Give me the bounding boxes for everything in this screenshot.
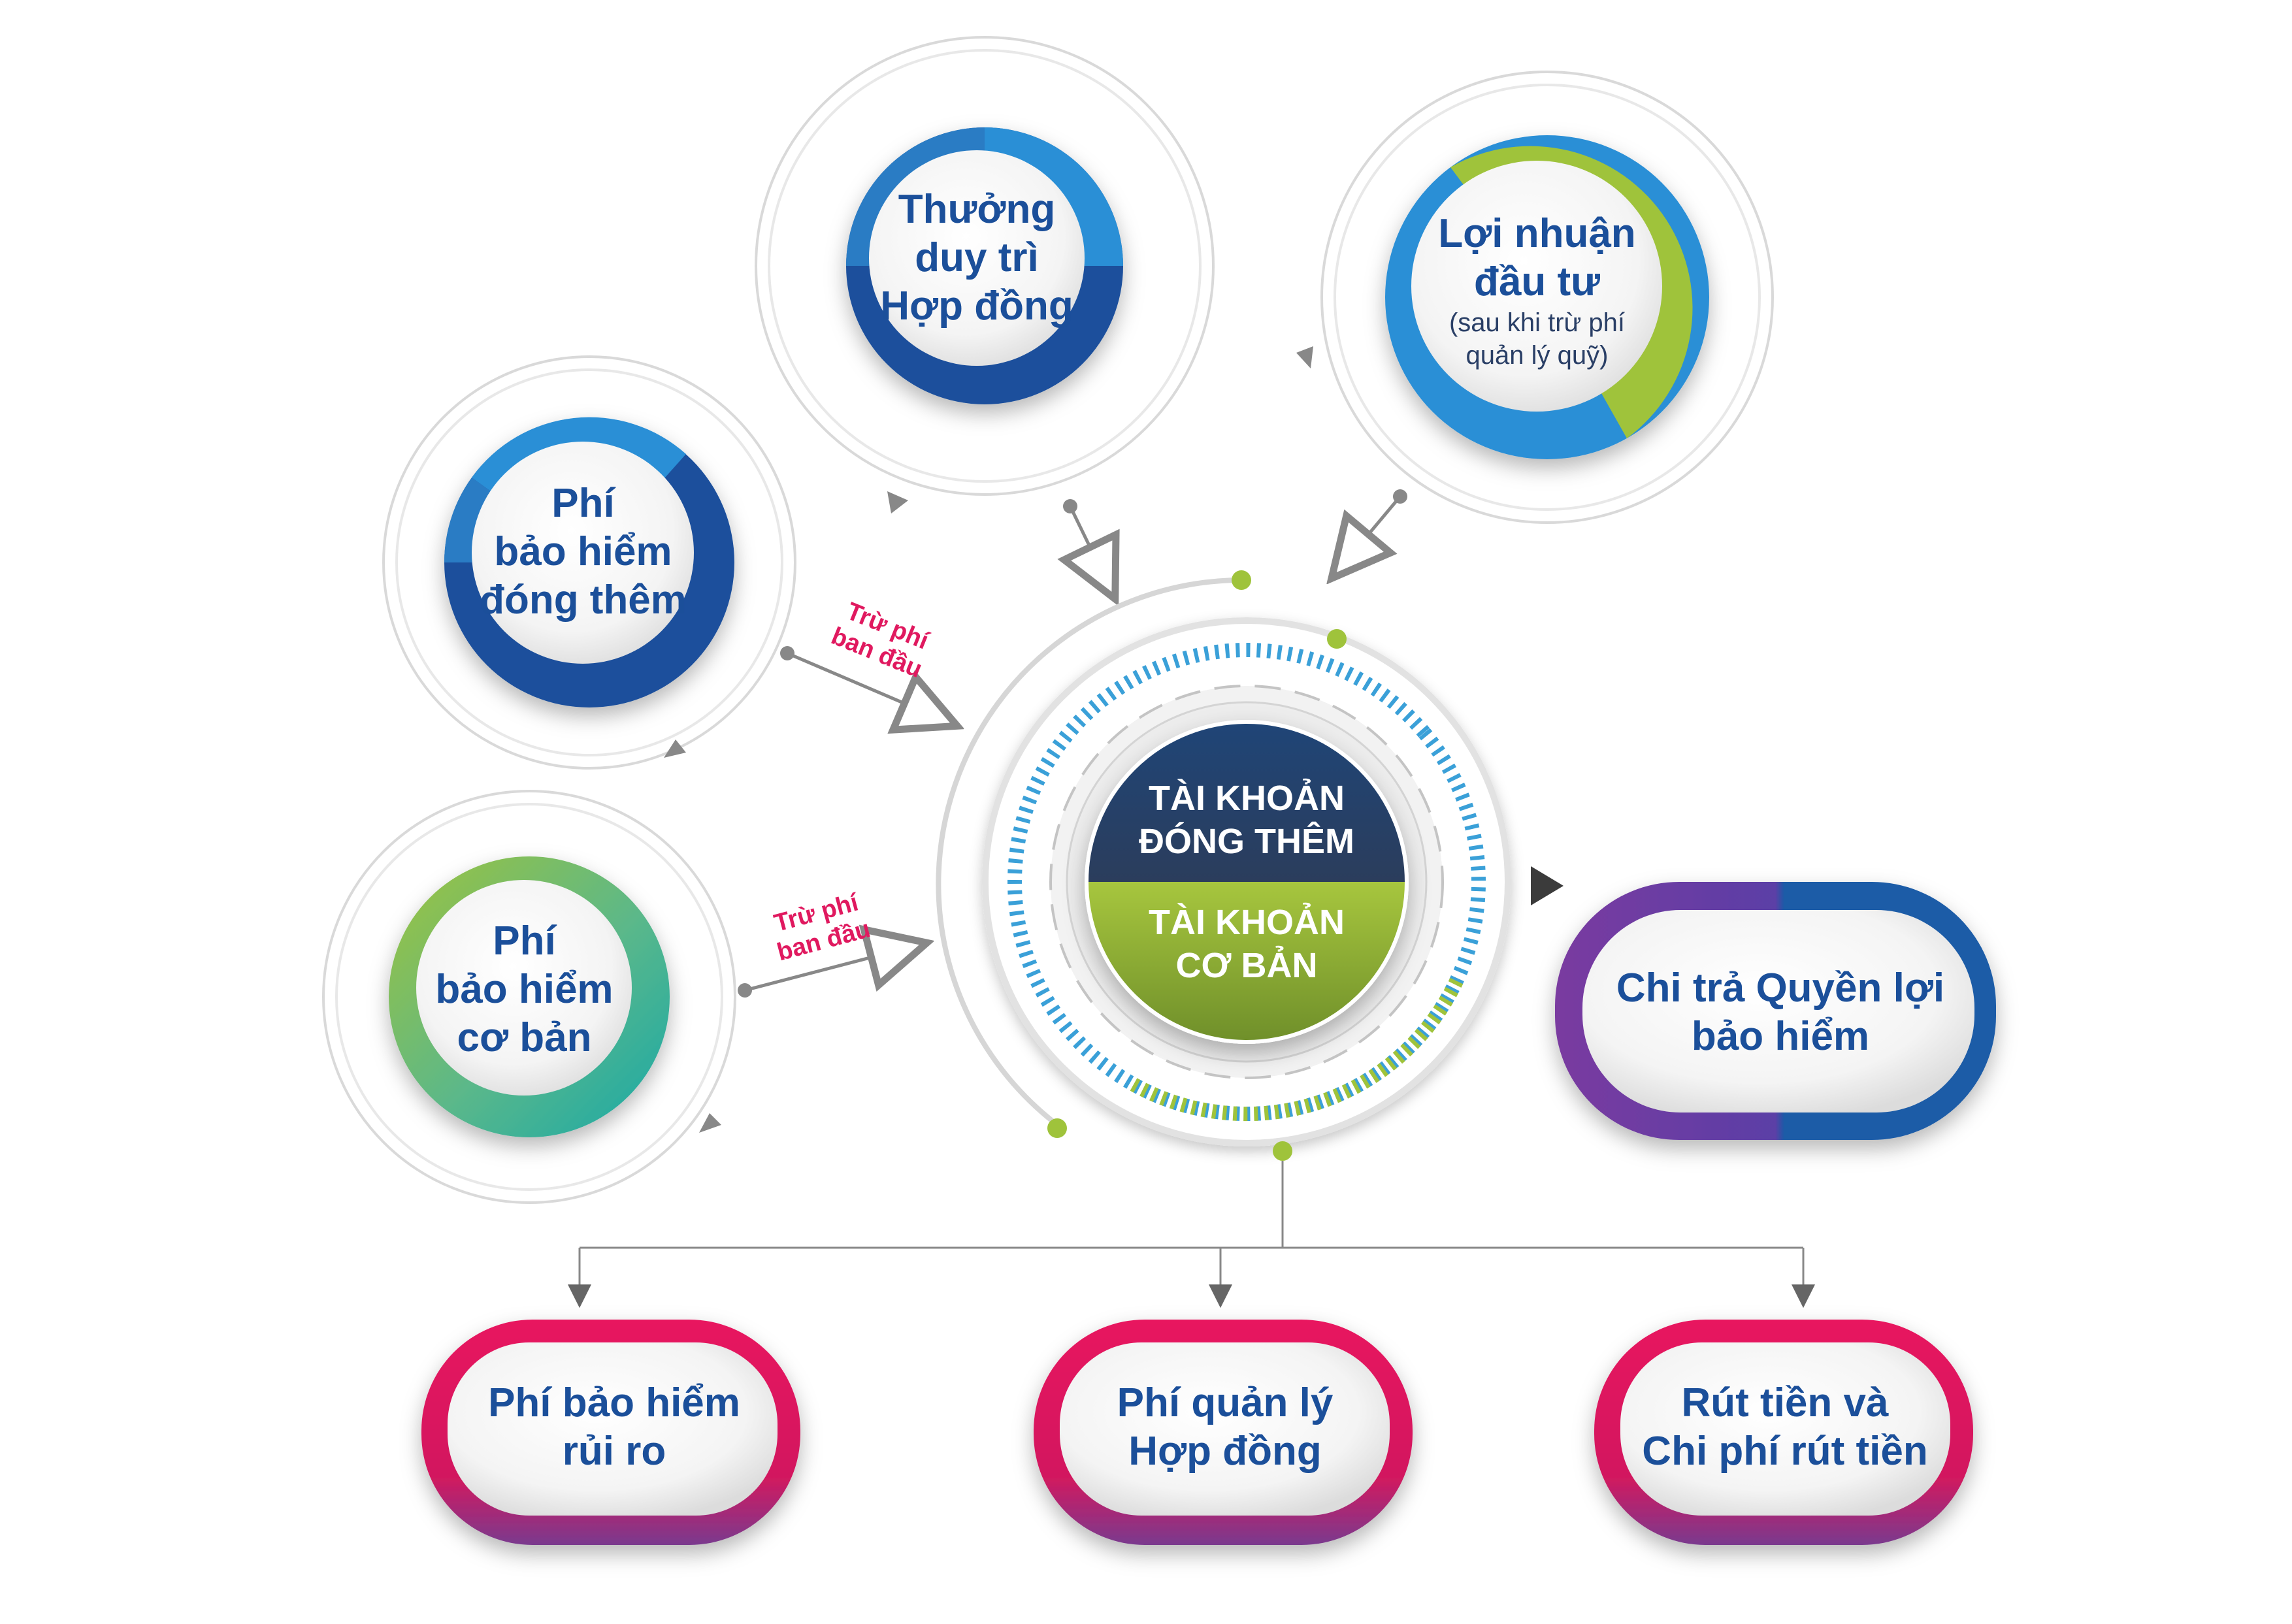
node-bonus-label: Thưởng duy trì Hợp đồng [869,187,1085,329]
arrow-investment-to-center [1336,495,1401,573]
node-bonus-line-1: Thưởng [898,187,1056,232]
admin-fee-line-1: Phí quản lý [1117,1380,1334,1425]
node-bonus-line-3: Hợp đồng [880,284,1073,329]
arrow-dot [738,983,752,998]
pill-risk-fee-shape [421,1320,800,1545]
hub-tick-ring-green [1130,977,1464,1122]
arrow-dot [780,646,794,660]
top-account-line-2: ĐÓNG THÊM [1139,822,1354,861]
admin-fee-label: Phí quản lý Hợp đồng [1062,1362,1388,1493]
orbit-ring [322,790,736,1204]
node-basic-premium-ring [389,856,670,1137]
node-extra-premium-ring [444,417,734,707]
center-hub [936,577,1511,1146]
orbit-arrowhead [887,491,908,513]
risk-fee-label: Phí bảo hiểm rủi ro [451,1362,778,1493]
orbit-ring [755,36,1215,496]
arrow-extra-premium-to-center [787,651,951,723]
orbit-ring [768,49,1202,483]
node-investment-line-1: Lợi nhuận [1438,211,1636,256]
node-extra-premium-line-3: đóng thêm [480,577,687,623]
arrow-dot [1393,489,1407,504]
node-basic-premium-label: Phí bảo hiểm cơ bản [418,918,630,1062]
orbit-ring [382,355,796,770]
benefit-line-2: bảo hiểm [1691,1014,1870,1059]
benefit-label: Chi trả Quyền lợi bảo hiểm [1588,934,1973,1091]
admin-fee-line-2: Hợp đồng [1128,1429,1322,1474]
top-account-line-1: TÀI KHOẢN [1149,779,1345,818]
pill-benefit-shape [1555,882,1996,1140]
node-bonus-line-2: duy trì [915,235,1039,280]
orbit-arrowhead [1296,346,1313,368]
basic-account-half [1087,882,1407,1042]
node-extra-premium-line-1: Phí [551,481,615,526]
top-account-label: TÀI KHOẢN ĐÓNG THÊM [1091,768,1402,872]
node-investment-note-2: quản lý quỹ) [1465,341,1609,370]
basic-account-line-2: CƠ BẢN [1175,946,1318,985]
basic-account-label: TÀI KHOẢN CƠ BẢN [1091,892,1402,996]
node-investment-line-2: đầu tư [1474,259,1600,304]
orbit-ring [335,803,723,1191]
node-investment-note-1: (sau khi trừ phí [1449,308,1626,337]
node-basic-premium-line-2: bảo hiểm [435,967,614,1012]
basic-account-line-1: TÀI KHOẢN [1149,903,1345,942]
hub-dot [1327,629,1347,649]
node-investment-label: Lợi nhuận đầu tư (sau khi trừ phí quản l… [1415,211,1660,370]
withdrawal-line-1: Rút tiền và [1681,1380,1889,1425]
arrow-to-benefit-icon [1531,866,1563,905]
arrow-dot [1063,499,1077,513]
orbit-arrowhead [699,1113,721,1133]
hub-dot [1273,1141,1292,1161]
orbit-ring [1334,84,1761,511]
node-extra-premium-line-2: bảo hiểm [494,529,672,574]
node-basic-premium-line-3: cơ bản [457,1015,592,1060]
hub-dot [1232,570,1251,590]
withdrawal-label: Rút tiền và Chi phí rút tiền [1622,1362,1948,1493]
top-account-half [1087,722,1407,882]
risk-fee-line-1: Phí bảo hiểm [488,1380,740,1425]
node-investment-ring [1385,135,1709,459]
orbit-ring [395,368,783,756]
node-basic-premium-line-1: Phí [493,918,556,964]
hub-outer-arc [936,577,1242,1124]
node-bonus-ring [846,127,1123,404]
orbit-arrowhead [664,739,686,758]
pill-withdrawal-shape [1594,1320,1973,1545]
pill-admin-fee-shape [1034,1320,1413,1545]
withdrawal-line-2: Chi phí rút tiền [1642,1429,1928,1474]
hub-dot [1047,1118,1067,1138]
node-extra-premium-label: Phí bảo hiểm đóng thêm [474,480,693,624]
arrow-bonus-to-center [1070,505,1112,593]
hub-tick-ring-blue [1007,643,1486,1121]
benefit-line-1: Chi trả Quyền lợi [1616,966,1945,1011]
arrow-basic-premium-to-center [744,945,920,992]
risk-fee-line-2: rủi ro [562,1429,666,1474]
orbit-ring [1320,71,1774,524]
